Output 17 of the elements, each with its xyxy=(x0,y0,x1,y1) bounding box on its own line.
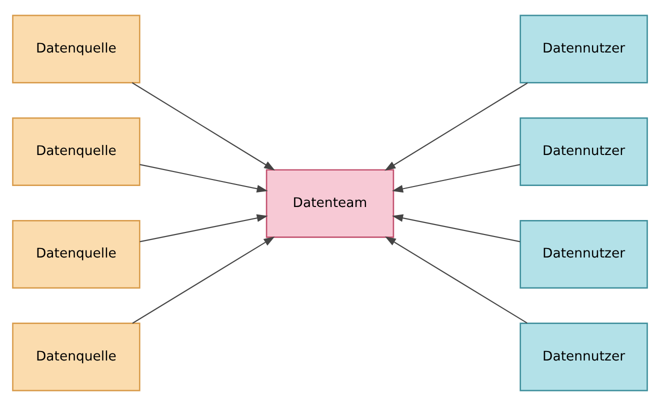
arrow xyxy=(140,164,268,192)
arrow xyxy=(132,236,275,324)
node-box: Datennutzer xyxy=(520,116,648,186)
node-box: Datenquelle xyxy=(12,220,140,288)
arrow xyxy=(132,82,276,170)
arrow xyxy=(384,82,528,170)
node-box: Datennutzer xyxy=(520,322,648,391)
node-box: Datenquelle xyxy=(12,14,140,83)
node-box: Datennutzer xyxy=(520,14,648,83)
node-box: Datenteam xyxy=(266,168,394,238)
arrow xyxy=(392,164,520,192)
arrow xyxy=(140,214,268,242)
arrow xyxy=(392,214,520,242)
node-box: Datennutzer xyxy=(520,220,648,288)
node-box: Datenquelle xyxy=(12,116,140,186)
node-box: Datenquelle xyxy=(12,322,140,391)
arrow xyxy=(384,236,528,324)
